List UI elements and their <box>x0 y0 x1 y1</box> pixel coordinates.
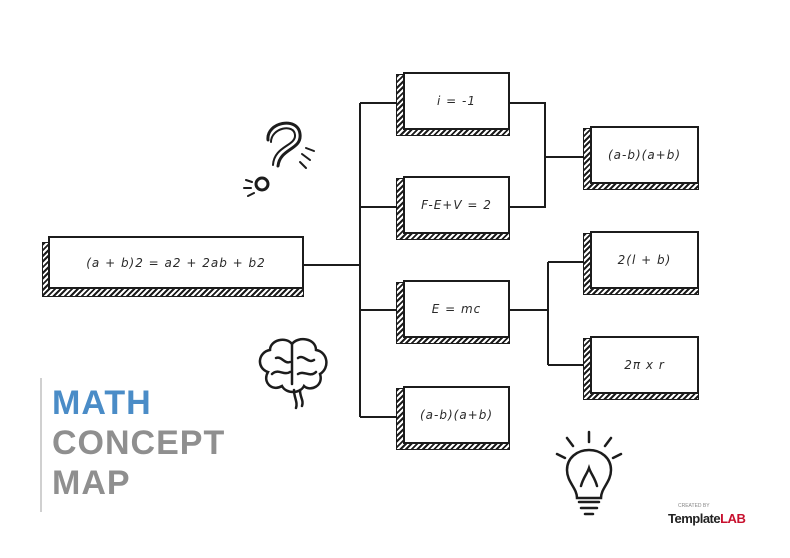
child-node-2-label: 2(l + b) <box>617 253 672 267</box>
title-line-concept: CONCEPT <box>52 424 226 462</box>
branch-node-1-label: i = -1 <box>437 94 476 108</box>
branch-node-4[interactable]: (a-b)(a+b) <box>403 386 510 444</box>
root-node[interactable]: (a + b)2 = a2 + 2ab + b2 <box>48 236 304 289</box>
branch-node-4-label: (a-b)(a+b) <box>419 408 494 422</box>
branch-node-3-label: E = mc <box>431 302 482 316</box>
lightbulb-icon <box>555 430 623 516</box>
title-line-map: MAP <box>52 464 131 502</box>
brain-icon <box>258 337 328 410</box>
child-node-1-label: (a-b)(a+b) <box>607 148 682 162</box>
branch-node-2-label: F-E+V = 2 <box>421 198 492 212</box>
logo-prefix: Template <box>668 511 721 526</box>
question-mark-icon <box>243 121 315 197</box>
branch-node-3[interactable]: E = mc <box>403 280 510 338</box>
title-line-math: MATH <box>52 384 152 422</box>
logo-caption: CREATED BY <box>678 503 710 509</box>
child-node-1[interactable]: (a-b)(a+b) <box>590 126 699 184</box>
root-node-label: (a + b)2 = a2 + 2ab + b2 <box>86 255 266 270</box>
child-node-3[interactable]: 2π x r <box>590 336 699 394</box>
logo-suffix: LAB <box>720 511 746 526</box>
branch-node-1[interactable]: i = -1 <box>403 72 510 130</box>
templatelab-logo: TemplateLAB <box>668 511 746 526</box>
child-node-2[interactable]: 2(l + b) <box>590 231 699 289</box>
title-accent-line <box>40 378 42 512</box>
branch-node-2[interactable]: F-E+V = 2 <box>403 176 510 234</box>
child-node-3-label: 2π x r <box>624 358 665 372</box>
